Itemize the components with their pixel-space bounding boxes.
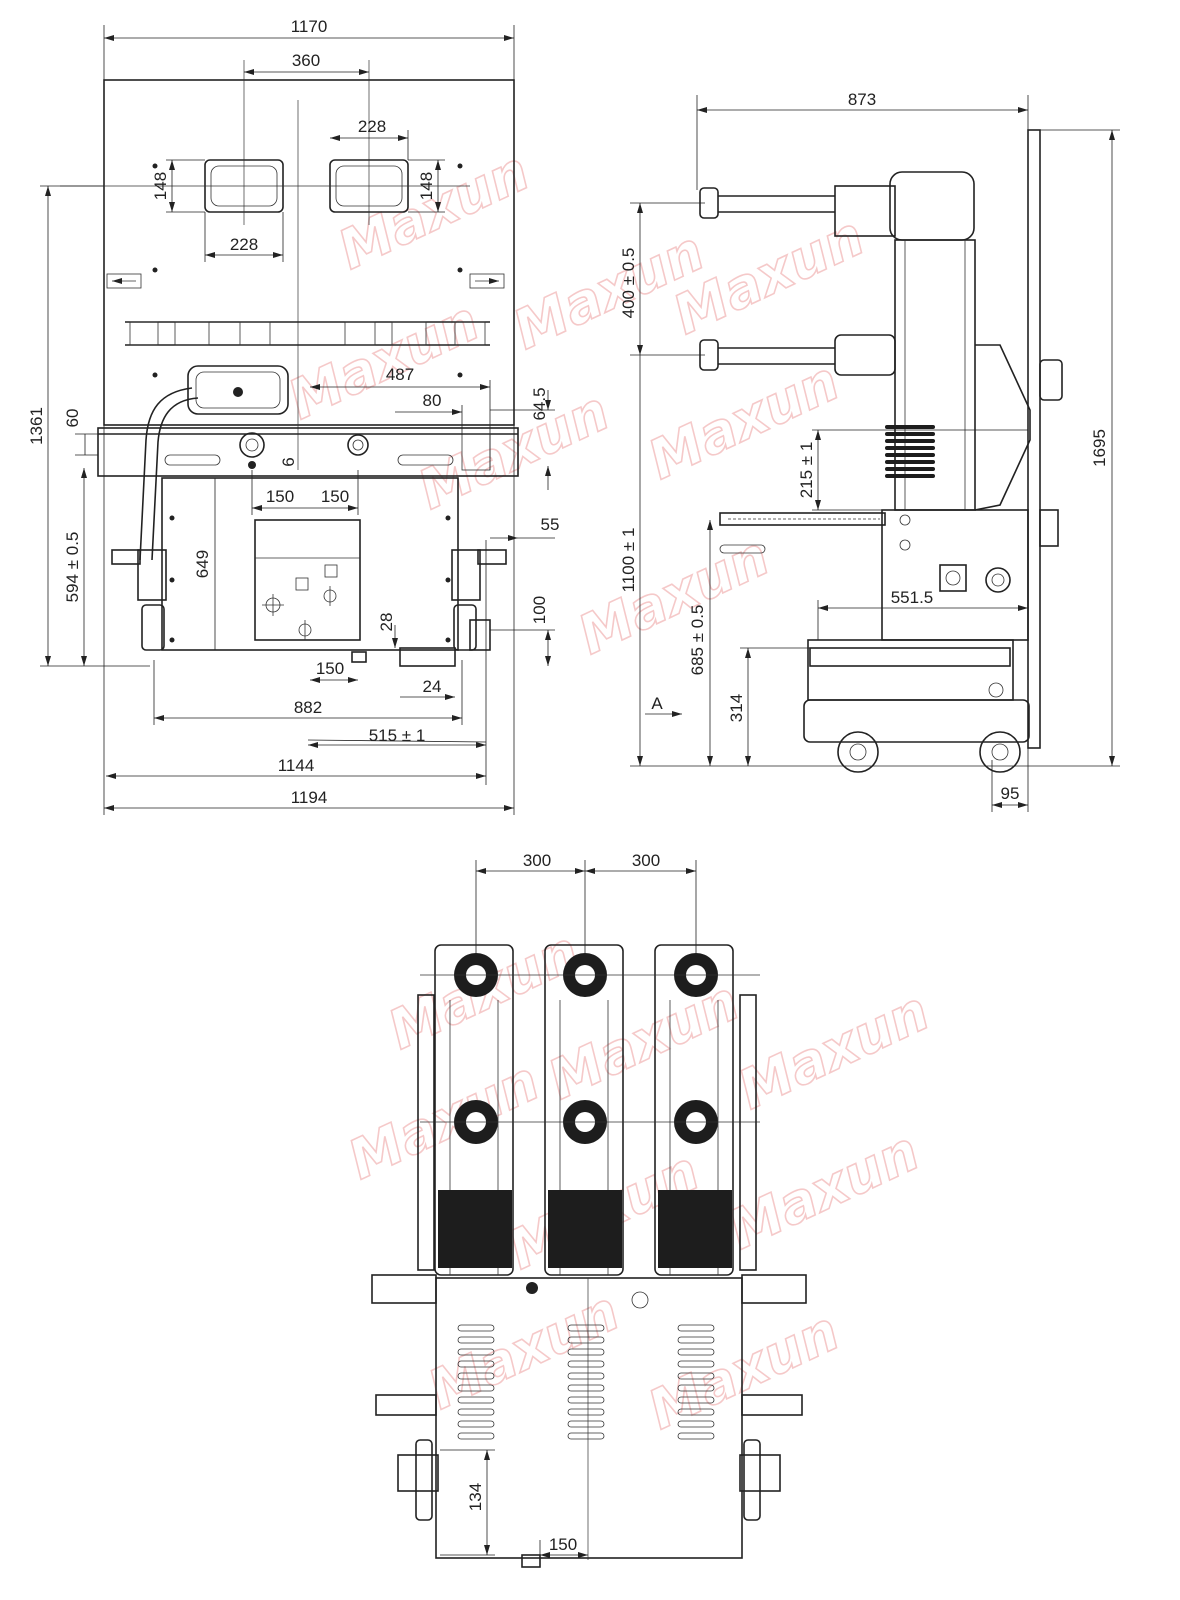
dim-label: 515 ± 1 <box>369 726 426 745</box>
dim-label: 1100 ± 1 <box>619 528 638 593</box>
dim-label: 360 <box>292 51 320 70</box>
dim-label: 150 <box>321 487 349 506</box>
dim-label: 1361 <box>27 407 46 445</box>
dim-label: 95 <box>1001 784 1020 803</box>
watermark: Maxun <box>639 1299 849 1441</box>
dim-label: 80 <box>423 391 442 410</box>
watermark: Maxun <box>419 1279 629 1421</box>
side-view: 873 400 ± 0.5 1100 ± 1 1695 215 ± 1 685 … <box>619 90 1120 812</box>
dim-label: 134 <box>466 1483 485 1511</box>
dim-label: 300 <box>632 851 660 870</box>
dim-label: 300 <box>523 851 551 870</box>
dim-label: 148 <box>417 172 436 200</box>
watermark: Maxun <box>569 524 779 666</box>
truck-base <box>803 699 1030 743</box>
dim-label: 649 <box>193 550 212 578</box>
dim-label: 215 ± 1 <box>797 442 816 499</box>
dim-label: 1194 <box>291 788 328 807</box>
dim-label: 228 <box>358 117 386 136</box>
upper-contact-housing <box>834 185 896 237</box>
front-dimensions: 1170 360 228 228 148 148 1361 60 594 ± 0… <box>27 17 559 815</box>
dim-label: 6 <box>279 457 298 466</box>
vent-slots <box>457 1324 715 1440</box>
dim-label: 1144 <box>278 756 315 775</box>
dim-label: 150 <box>266 487 294 506</box>
dim-label: 487 <box>386 365 414 384</box>
watermark: Maxun <box>339 1049 549 1191</box>
handle-box <box>187 365 289 415</box>
bottom-view: 300 300 134 150 <box>371 851 807 1568</box>
dim-label: 882 <box>294 698 322 717</box>
truck-frame <box>807 639 1014 701</box>
dim-label: 64.5 <box>530 387 549 420</box>
bottom-dimensions: 300 300 134 150 <box>440 851 697 1562</box>
lower-body <box>161 477 459 651</box>
dim-label: 60 <box>63 409 82 428</box>
dim-label: 873 <box>848 90 876 109</box>
dim-label: 551.5 <box>891 588 934 607</box>
view-label-a: A <box>651 694 663 713</box>
mechanism-housing <box>435 1277 743 1559</box>
dim-label: 55 <box>541 515 560 534</box>
pole-1 <box>434 944 514 1276</box>
dim-label: 1695 <box>1090 429 1109 467</box>
dim-label: 685 ± 0.5 <box>688 605 707 676</box>
wheel <box>979 731 1021 773</box>
dim-label: 594 ± 0.5 <box>63 532 82 603</box>
dim-label: 314 <box>727 694 746 722</box>
middle-plate <box>97 427 519 477</box>
dim-label: 100 <box>530 596 549 624</box>
dim-label: 400 ± 0.5 <box>619 248 638 319</box>
wheel <box>837 731 879 773</box>
dim-label: 28 <box>377 613 396 632</box>
front-panel <box>103 79 515 426</box>
dim-label: 1170 <box>291 17 328 36</box>
watermark: Maxun <box>729 979 939 1121</box>
side-dimensions: 873 400 ± 0.5 1100 ± 1 1695 215 ± 1 685 … <box>619 90 1120 812</box>
watermark: Maxun <box>664 204 874 346</box>
dim-label: 150 <box>316 659 344 678</box>
lower-contact-housing <box>834 334 896 376</box>
bellows-coil <box>885 425 935 478</box>
dim-label: 148 <box>151 172 170 200</box>
watermark: Maxun <box>719 1119 929 1261</box>
control-plate <box>254 519 361 641</box>
dim-label: 150 <box>549 1535 577 1554</box>
front-view: 1170 360 228 228 148 148 1361 60 594 ± 0… <box>27 17 559 815</box>
watermark: Maxun <box>639 349 849 491</box>
watermark: Maxun <box>279 289 489 431</box>
rear-panel <box>1027 129 1041 749</box>
pole-2 <box>544 944 624 1276</box>
mechanism-box <box>881 509 1029 641</box>
dim-label: 228 <box>230 235 258 254</box>
dim-label: 24 <box>423 677 442 696</box>
